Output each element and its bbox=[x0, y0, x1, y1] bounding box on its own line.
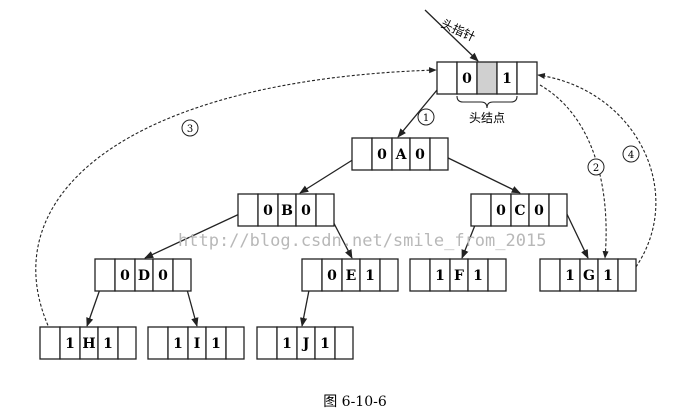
cell-value: 0 bbox=[377, 147, 387, 163]
cell-value: 1 bbox=[211, 336, 221, 352]
node-cell bbox=[436, 61, 458, 95]
cell-value: E bbox=[346, 268, 357, 284]
cell-value: 0 bbox=[534, 203, 544, 219]
cell-value: I bbox=[194, 336, 201, 352]
head-pointer-label: 头指针 bbox=[439, 16, 478, 45]
node-cell bbox=[94, 258, 116, 292]
node-cell bbox=[617, 258, 637, 292]
node-cell bbox=[301, 258, 323, 292]
node-cell bbox=[225, 326, 245, 360]
marker-2: 2 bbox=[587, 158, 605, 176]
node-cell bbox=[334, 326, 354, 360]
cell-value: 0 bbox=[462, 71, 472, 87]
cell-value: G bbox=[583, 268, 595, 284]
node-cell bbox=[539, 258, 561, 292]
marker-3: 3 bbox=[181, 119, 199, 137]
thread-2-head-to-G bbox=[539, 84, 609, 259]
cell-value: D bbox=[138, 268, 150, 284]
watermark: http://blog.csdn.net/smile_from_2015 bbox=[178, 231, 546, 251]
node-cell bbox=[315, 193, 335, 227]
head-node-label: 头结点 bbox=[469, 111, 505, 125]
node-cell bbox=[39, 326, 61, 360]
cell-value: 1 bbox=[365, 268, 375, 284]
node-cell bbox=[516, 61, 538, 95]
node-cell bbox=[476, 61, 498, 95]
cell-value: 1 bbox=[473, 268, 483, 284]
cell-value: 0 bbox=[415, 147, 425, 163]
cell-value: J bbox=[301, 336, 310, 352]
thread-3-H-to-head bbox=[35, 67, 437, 331]
figure-caption: 图 6-10-6 bbox=[323, 394, 387, 410]
marker-number: 4 bbox=[628, 150, 634, 161]
thread-4-G-to-head bbox=[537, 72, 657, 276]
cell-value: 1 bbox=[65, 336, 75, 352]
marker-number: 3 bbox=[187, 124, 193, 135]
node-cell bbox=[351, 137, 373, 171]
node-cell bbox=[487, 258, 507, 292]
cell-value: 0 bbox=[263, 203, 273, 219]
marker-4: 4 bbox=[622, 145, 640, 163]
node-cell bbox=[237, 193, 259, 227]
cell-value: 1 bbox=[103, 336, 113, 352]
head-node-brace bbox=[456, 95, 518, 109]
cell-value: 0 bbox=[496, 203, 506, 219]
marker-number: 1 bbox=[423, 113, 429, 124]
node-cell bbox=[429, 137, 449, 171]
cell-value: F bbox=[454, 268, 464, 284]
node-cell bbox=[172, 258, 192, 292]
cell-value: 0 bbox=[327, 268, 337, 284]
link-B-D bbox=[144, 209, 249, 259]
node-cell bbox=[117, 326, 137, 360]
node-cell bbox=[379, 258, 399, 292]
cell-value: 1 bbox=[282, 336, 292, 352]
cell-value: A bbox=[395, 147, 408, 163]
node-cell bbox=[548, 193, 568, 227]
cell-value: 1 bbox=[603, 268, 613, 284]
cell-value: 1 bbox=[173, 336, 183, 352]
node-cell bbox=[470, 193, 492, 227]
marker-1: 1 bbox=[417, 108, 435, 126]
node-cell bbox=[256, 326, 278, 360]
link-A-C bbox=[439, 153, 521, 194]
cell-value: 0 bbox=[120, 268, 130, 284]
node-cell bbox=[409, 258, 431, 292]
cell-value: 1 bbox=[502, 71, 512, 87]
cell-value: H bbox=[82, 336, 95, 352]
cell-value: 0 bbox=[301, 203, 311, 219]
cell-value: 1 bbox=[320, 336, 330, 352]
head-pointer-arrow bbox=[424, 9, 479, 62]
cell-value: B bbox=[281, 203, 293, 219]
cell-value: C bbox=[514, 203, 525, 219]
cell-value: 1 bbox=[565, 268, 575, 284]
cell-value: 1 bbox=[435, 268, 445, 284]
link-C-G bbox=[564, 209, 589, 259]
cell-value: 0 bbox=[158, 268, 168, 284]
marker-number: 2 bbox=[593, 163, 599, 174]
node-cell bbox=[147, 326, 169, 360]
